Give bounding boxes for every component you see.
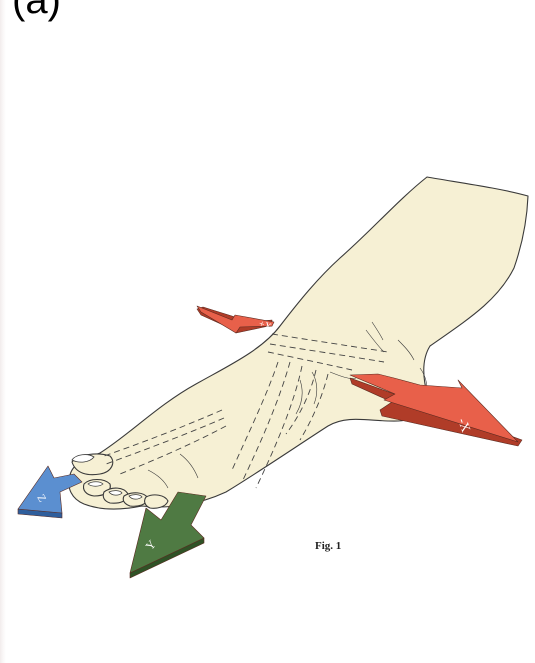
figure-caption: Fig. 1 — [315, 540, 341, 552]
toenail-2 — [88, 482, 103, 487]
foot-drawing — [69, 177, 528, 509]
foot-outline — [69, 177, 528, 509]
